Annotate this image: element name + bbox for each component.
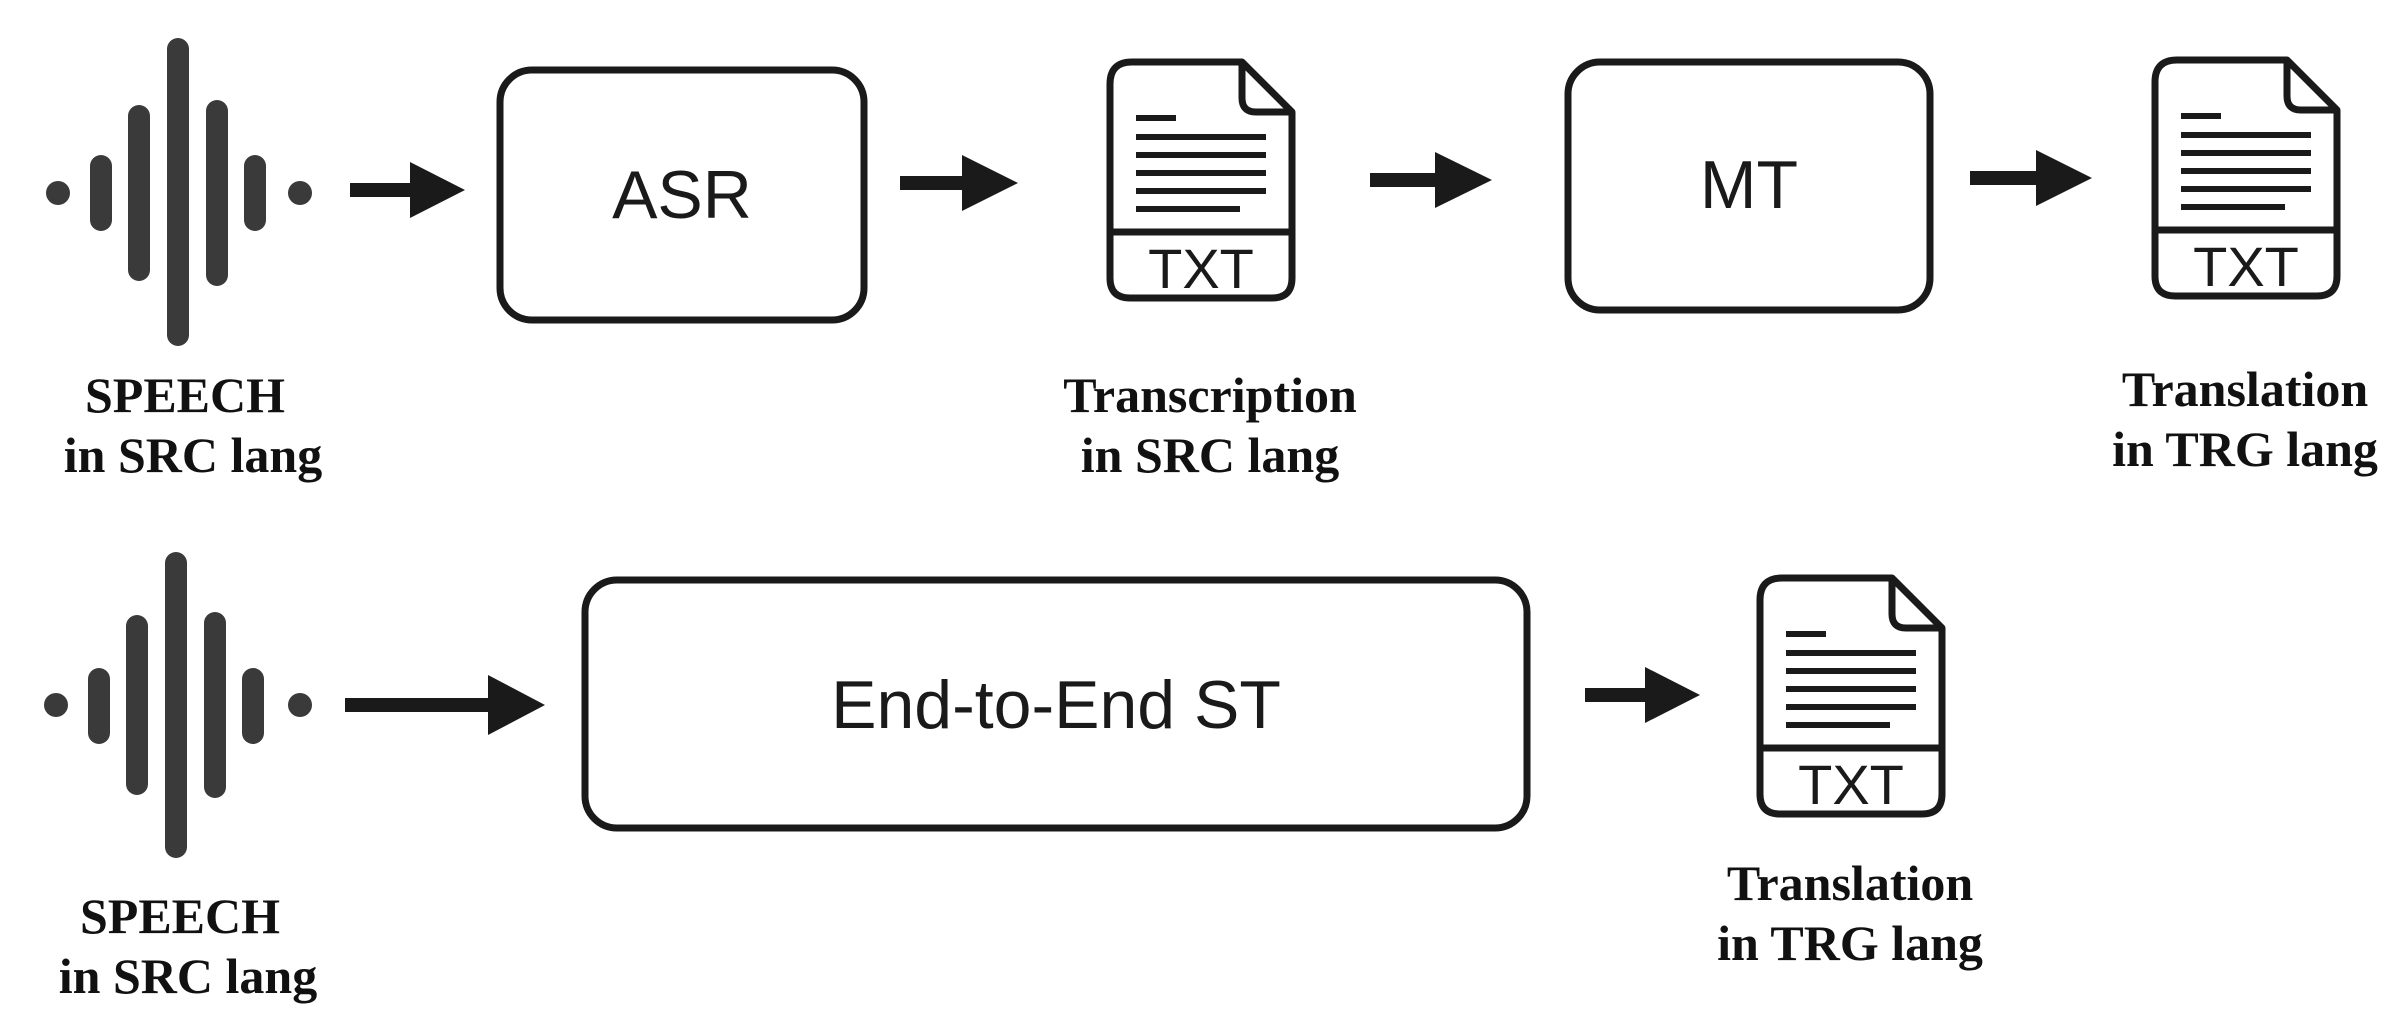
- transcription-caption-line2: in SRC lang: [1081, 427, 1339, 483]
- translation-doc-label: TXT: [2193, 235, 2299, 298]
- translation-caption-line1: Translation: [2122, 361, 2369, 417]
- txt-document-icon: TXT: [1106, 58, 1296, 302]
- e2e-translation-caption-line1: Translation: [1727, 855, 1974, 911]
- mt-label: MT: [1700, 147, 1798, 223]
- txt-document-icon: TXT: [1756, 574, 1946, 818]
- sound-wave-icon: [46, 38, 312, 346]
- right-arrow-icon: [345, 675, 545, 735]
- asr-label: ASR: [612, 157, 752, 233]
- translation-caption-line2: in TRG lang: [2112, 421, 2378, 477]
- right-arrow-icon: [350, 162, 465, 218]
- asr-block: ASR: [496, 66, 868, 324]
- right-arrow-icon: [900, 155, 1018, 211]
- end-to-end-st-block: End-to-End ST: [581, 576, 1531, 832]
- cascade-pipeline: ASR TXT MT: [46, 38, 2378, 483]
- end-to-end-pipeline: End-to-End ST TXT SPEECH in SRC lang Tra…: [44, 552, 1983, 1004]
- end-to-end-st-label: End-to-End ST: [831, 667, 1281, 743]
- txt-document-icon: TXT: [2151, 56, 2341, 300]
- e2e-speech-caption-line1: SPEECH: [80, 888, 280, 944]
- transcription-doc-label: TXT: [1148, 237, 1254, 300]
- mt-block: MT: [1564, 58, 1934, 314]
- e2e-speech-caption-line2: in SRC lang: [59, 948, 317, 1004]
- speech-caption-line2: in SRC lang: [64, 427, 322, 483]
- right-arrow-icon: [1970, 150, 2092, 206]
- e2e-translation-caption-line2: in TRG lang: [1717, 915, 1983, 971]
- e2e-translation-doc-label: TXT: [1798, 753, 1904, 816]
- right-arrow-icon: [1370, 152, 1492, 208]
- speech-caption-line1: SPEECH: [85, 367, 285, 423]
- transcription-caption-line1: Transcription: [1063, 367, 1357, 423]
- right-arrow-icon: [1585, 667, 1700, 723]
- sound-wave-icon: [44, 552, 312, 858]
